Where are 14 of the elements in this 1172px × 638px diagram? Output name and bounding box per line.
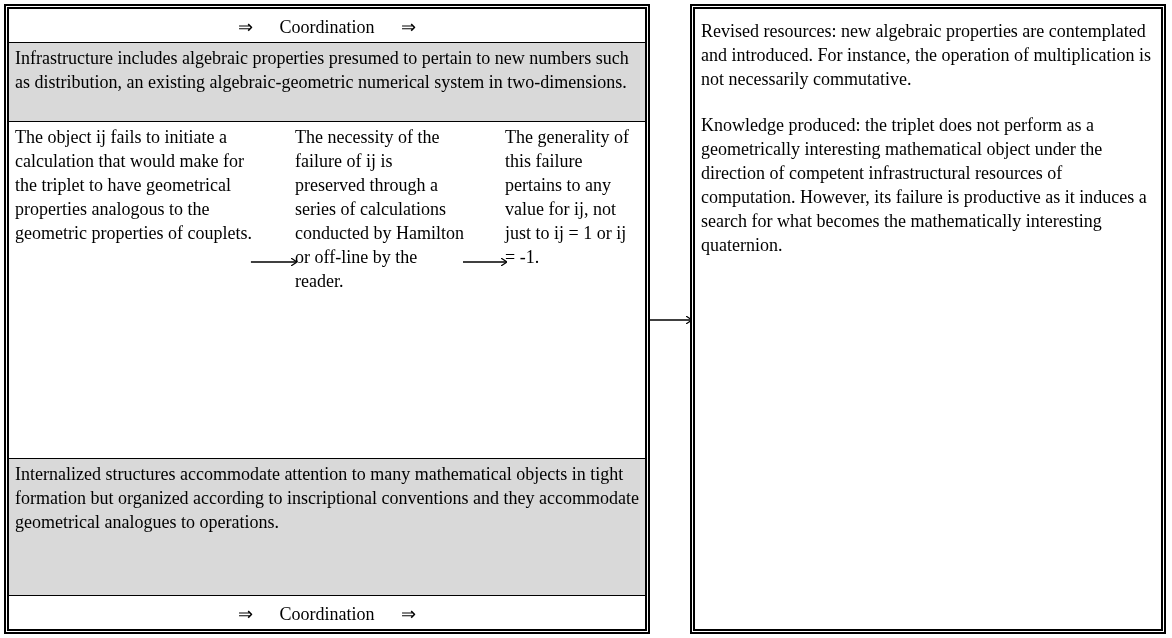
table-frame (690, 4, 1166, 634)
text-cell: The necessity of the failure of ij is preserved through a series of calculations conducted by Hamilton or off-line by the reader. (289, 122, 471, 458)
shaded-text-band: Internalized structures accommodate attention to many mathematical objects in tight formation but organized according to inscriptional conventions and they accommodate geometrical analogues to operations. (9, 458, 645, 596)
table-frame (4, 4, 650, 634)
heading-row: ⇒ Coordination ⇒ (9, 9, 645, 42)
paragraph: Knowledge produced: the triplet does not perform as a geometrically interesting mathematical object under the direction of competent infrastructural resources of computation. However, its failure is productive as it induces a search for what becomes the mathematically interesting quaternion. (701, 114, 1148, 257)
shaded-text-band: Infrastructure includes algebraic properties presumed to pertain to new numbers such as distribution, an existing algebraic-geometric numerical system in two-dimensions. (9, 42, 645, 122)
text-cell: The object ij fails to initiate a calculation that would make for the triplet to have geometrical properties analogous to the geometric properties of couplets. (9, 122, 267, 458)
heading-row: ⇒ Coordination ⇒ (9, 596, 645, 629)
arrow (462, 257, 508, 267)
paragraph: Revised resources: new algebraic properties are contemplated and introduced. For instance, the operation of multiplication is not necessarily commutative. (701, 20, 1152, 91)
arrow (648, 315, 693, 325)
text-cell: The generality of this failure pertains to any value for ij, not just to ij = 1 or ij = -1. (499, 122, 645, 458)
arrow (250, 257, 298, 267)
